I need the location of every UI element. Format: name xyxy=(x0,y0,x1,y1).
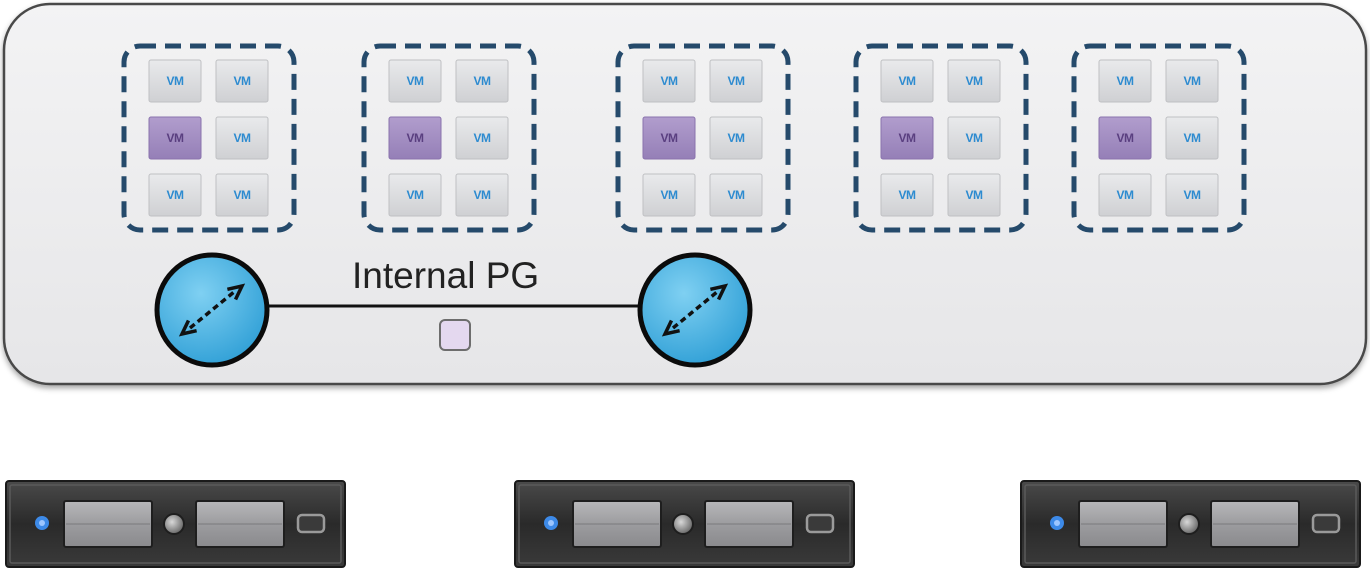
power-button xyxy=(1178,513,1200,535)
bidirectional-arrow-icon xyxy=(661,283,729,337)
vm-tile-highlighted[interactable]: VM xyxy=(880,116,934,160)
vm-tile[interactable]: VM xyxy=(215,173,269,217)
vm-label: VM xyxy=(167,188,185,202)
vm-tile[interactable]: VM xyxy=(388,173,442,217)
vm-group: VM VM VM VM VM VM xyxy=(121,43,297,233)
vm-label: VM xyxy=(474,188,492,202)
vm-label: VM xyxy=(966,131,984,145)
vm-tile[interactable]: VM xyxy=(642,173,696,217)
vm-tile[interactable]: VM xyxy=(1165,116,1219,160)
vm-tile-highlighted[interactable]: VM xyxy=(1098,116,1152,160)
vm-label: VM xyxy=(474,74,492,88)
port-group-port-icon[interactable] xyxy=(439,319,471,351)
vm-label: VM xyxy=(728,188,746,202)
vm-label: VM xyxy=(234,74,252,88)
vm-label: VM xyxy=(1117,188,1135,202)
vm-label: VM xyxy=(407,131,425,145)
vm-tile-highlighted[interactable]: VM xyxy=(642,116,696,160)
power-button xyxy=(163,513,185,535)
vm-tile[interactable]: VM xyxy=(709,116,763,160)
vm-label: VM xyxy=(1184,131,1202,145)
vm-tile[interactable]: VM xyxy=(947,59,1001,103)
vm-label: VM xyxy=(234,188,252,202)
vm-label: VM xyxy=(661,188,679,202)
vm-tile[interactable]: VM xyxy=(947,116,1001,160)
vm-group: VM VM VM VM VM VM xyxy=(853,43,1029,233)
vm-tile[interactable]: VM xyxy=(709,59,763,103)
vm-group: VM VM VM VM VM VM xyxy=(361,43,537,233)
vm-label: VM xyxy=(728,131,746,145)
vm-tile[interactable]: VM xyxy=(947,173,1001,217)
vm-group: VM VM VM VM VM VM xyxy=(615,43,791,233)
vm-group-border xyxy=(1071,43,1247,233)
vm-label: VM xyxy=(474,131,492,145)
vm-label: VM xyxy=(899,131,917,145)
virtual-switch[interactable] xyxy=(154,252,270,368)
vm-group-border xyxy=(121,43,297,233)
vm-tile[interactable]: VM xyxy=(1165,59,1219,103)
usb-port xyxy=(1311,513,1341,534)
vm-tile[interactable]: VM xyxy=(215,116,269,160)
vm-tile-highlighted[interactable]: VM xyxy=(148,116,202,160)
vm-label: VM xyxy=(407,188,425,202)
power-button xyxy=(672,513,694,535)
rack-server-icon[interactable] xyxy=(5,480,346,568)
internal-pg-label: Internal PG xyxy=(352,255,539,296)
vm-tile[interactable]: VM xyxy=(880,173,934,217)
vm-tile[interactable]: VM xyxy=(709,173,763,217)
vm-label: VM xyxy=(234,131,252,145)
vm-tile[interactable]: VM xyxy=(880,59,934,103)
rack-server-icon[interactable] xyxy=(1020,480,1361,568)
vm-tile[interactable]: VM xyxy=(215,59,269,103)
vm-tile-highlighted[interactable]: VM xyxy=(388,116,442,160)
vm-label: VM xyxy=(167,131,185,145)
vm-label: VM xyxy=(1117,131,1135,145)
vm-group-border xyxy=(361,43,537,233)
vm-tile[interactable]: VM xyxy=(1098,59,1152,103)
virtual-switch[interactable] xyxy=(637,252,753,368)
vm-label: VM xyxy=(167,74,185,88)
vm-label: VM xyxy=(1117,74,1135,88)
vm-tile[interactable]: VM xyxy=(455,59,509,103)
rack-server-icon[interactable] xyxy=(514,480,855,568)
vm-group-border xyxy=(853,43,1029,233)
vm-label: VM xyxy=(1184,188,1202,202)
vm-tile[interactable]: VM xyxy=(642,59,696,103)
usb-port xyxy=(805,513,835,534)
vm-label: VM xyxy=(407,74,425,88)
vm-group: VM VM VM VM VM VM xyxy=(1071,43,1247,233)
bidirectional-arrow-icon xyxy=(178,283,246,337)
vm-label: VM xyxy=(899,188,917,202)
vm-tile[interactable]: VM xyxy=(455,116,509,160)
vm-label: VM xyxy=(899,74,917,88)
vm-tile[interactable]: VM xyxy=(148,59,202,103)
vm-group-border xyxy=(615,43,791,233)
vm-tile[interactable]: VM xyxy=(148,173,202,217)
vm-label: VM xyxy=(661,74,679,88)
usb-port xyxy=(296,513,326,534)
vm-label: VM xyxy=(661,131,679,145)
vm-tile[interactable]: VM xyxy=(1165,173,1219,217)
vm-label: VM xyxy=(728,74,746,88)
vm-tile[interactable]: VM xyxy=(455,173,509,217)
vm-label: VM xyxy=(1184,74,1202,88)
vm-label: VM xyxy=(966,188,984,202)
vm-label: VM xyxy=(966,74,984,88)
vm-tile[interactable]: VM xyxy=(1098,173,1152,217)
vm-tile[interactable]: VM xyxy=(388,59,442,103)
